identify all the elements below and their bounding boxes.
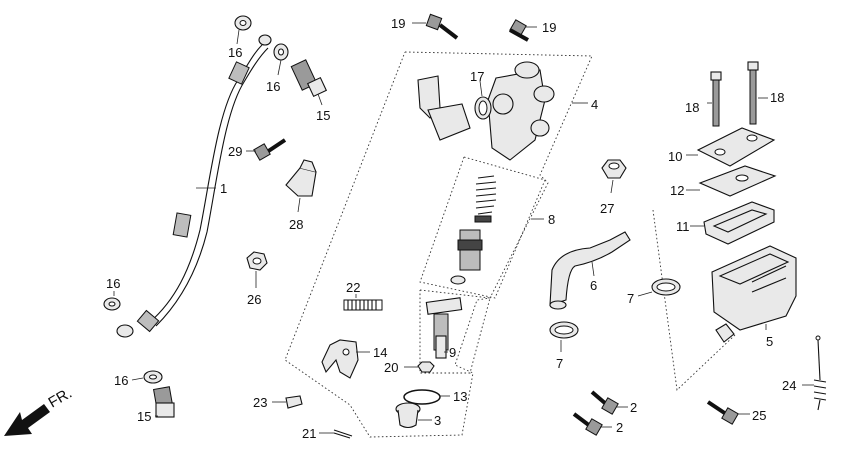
callout-13: 13 — [453, 389, 467, 404]
circlip — [403, 389, 441, 405]
leader-16d — [131, 377, 144, 381]
callout-24: 24 — [782, 378, 796, 393]
leader-17 — [479, 80, 483, 97]
reservoir-cap — [696, 127, 776, 167]
piston-kit-outline — [419, 156, 546, 299]
callout-20: 20 — [384, 360, 398, 375]
callout-19b: 19 — [542, 20, 556, 35]
callout-26: 26 — [247, 292, 261, 307]
callout-15b: 15 — [137, 409, 151, 424]
leader-15a — [317, 93, 323, 106]
callout-7a: 7 — [627, 291, 634, 306]
brake-hose — [116, 34, 272, 338]
callout-7b: 7 — [556, 356, 563, 371]
banjo-bolt — [152, 59, 328, 418]
nut-20 — [417, 361, 435, 373]
roll-pin — [343, 299, 383, 311]
callout-28: 28 — [289, 217, 303, 232]
master-cylinder-assembly-outline — [284, 51, 593, 438]
callout-27: 27 — [600, 201, 614, 216]
callout-15a: 15 — [316, 108, 330, 123]
pin-23 — [285, 395, 303, 409]
callout-16d: 16 — [114, 373, 128, 388]
inner-piston-outline — [419, 289, 491, 374]
reservoir-tank — [711, 245, 797, 343]
reservoir-cap-screw — [710, 61, 759, 127]
callout-25: 25 — [752, 408, 766, 423]
callout-16a: 16 — [228, 45, 242, 60]
callout-19a: 19 — [391, 16, 405, 31]
callout-18a: 18 — [685, 100, 699, 115]
return-spring — [813, 335, 827, 411]
callout-11: 11 — [676, 219, 690, 234]
leader-27 — [610, 179, 614, 194]
reservoir-hose — [549, 231, 631, 310]
callout-16b: 16 — [266, 79, 280, 94]
pushrod — [425, 297, 463, 359]
callout-18b: 18 — [770, 90, 784, 105]
leader-16b — [277, 59, 282, 76]
callout-10: 10 — [668, 149, 682, 164]
callout-12: 12 — [670, 183, 684, 198]
cotter-pin — [333, 429, 353, 439]
flange-nut-27 — [601, 159, 627, 179]
bolt-29 — [253, 138, 287, 161]
callout-21: 21 — [302, 426, 316, 441]
master-cylinder-body — [417, 61, 555, 161]
leader-16a — [236, 29, 240, 45]
clevis — [321, 339, 359, 379]
leader-28 — [297, 197, 301, 213]
diaphragm — [703, 201, 775, 245]
callout-5: 5 — [766, 334, 773, 349]
diaphragm-plate — [698, 165, 777, 197]
bolt-19 — [425, 13, 529, 42]
hose-clip — [549, 278, 681, 339]
leader-6 — [591, 261, 595, 277]
callout-1: 1 — [220, 181, 227, 196]
callout-9: 9 — [449, 345, 456, 360]
callout-23: 23 — [253, 395, 267, 410]
callout-29: 29 — [228, 144, 242, 159]
callout-8: 8 — [548, 212, 555, 227]
sealing-washer — [103, 15, 289, 384]
hose-clamp-bracket — [285, 159, 317, 197]
front-direction-arrow-icon — [4, 404, 50, 436]
callout-16c: 16 — [106, 276, 120, 291]
piston-kit — [450, 175, 497, 285]
callout-6: 6 — [590, 278, 597, 293]
callout-22: 22 — [346, 280, 360, 295]
leader-7a — [637, 291, 653, 297]
callout-3: 3 — [434, 413, 441, 428]
callout-14: 14 — [373, 345, 387, 360]
callout-4: 4 — [591, 97, 598, 112]
callout-2a: 2 — [630, 400, 637, 415]
flange-nut-26 — [246, 251, 268, 271]
callout-17: 17 — [470, 69, 484, 84]
dust-boot — [395, 402, 421, 429]
reservoir-assembly-outline — [652, 209, 736, 391]
callout-2b: 2 — [616, 420, 623, 435]
bolt-2 — [572, 390, 619, 436]
bolt-25 — [706, 400, 739, 425]
o-ring-17-hole — [478, 100, 488, 116]
front-direction-label: FR. — [46, 385, 75, 412]
